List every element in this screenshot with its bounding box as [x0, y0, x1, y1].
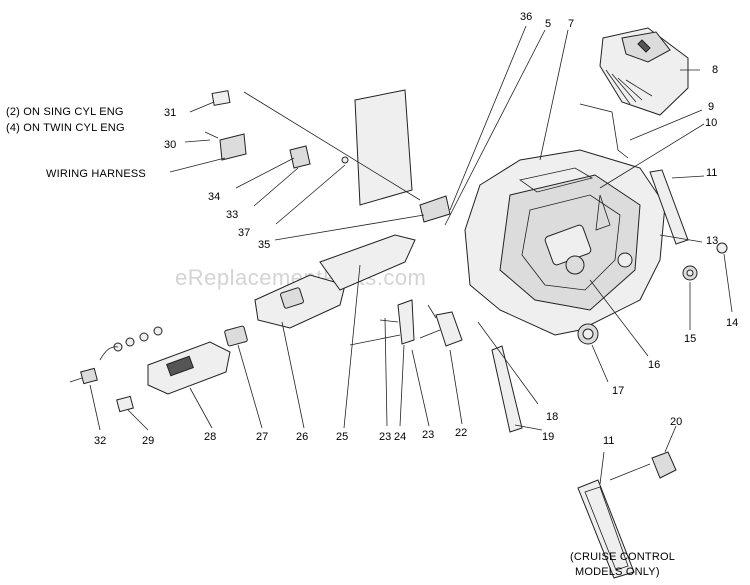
callout-20: 20: [670, 416, 682, 428]
callout-23-left: 23: [379, 431, 391, 443]
part-30-bracket: [204, 131, 247, 161]
part-35-37-plate: [341, 89, 451, 223]
callout-27: 27: [256, 431, 268, 443]
leader-lines: [89, 25, 733, 485]
callout-35: 35: [258, 239, 270, 251]
part-9-rod: [579, 103, 629, 159]
part-7-console-body: [464, 149, 666, 336]
part-11-trim-strip-cruise: [577, 479, 635, 579]
note-sing-cyl: (2) ON SING CYL ENG: [6, 106, 124, 118]
callout-25: 25: [336, 431, 348, 443]
part-32-connector: [69, 367, 134, 413]
callout-31: 31: [164, 107, 176, 119]
callout-32: 32: [94, 435, 106, 447]
part-13-14-15-knob-set: [682, 242, 728, 281]
part-28-dash-panel: [147, 341, 231, 395]
callout-28: 28: [204, 431, 216, 443]
part-27-switch: [224, 325, 248, 347]
note-twin-cyl: (4) ON TWIN CYL ENG: [6, 122, 125, 134]
part-26-lower-cover: [254, 274, 346, 329]
callout-7: 7: [568, 18, 574, 30]
callout-23-right: 23: [422, 429, 434, 441]
callout-17: 17: [612, 385, 624, 397]
callout-29: 29: [142, 435, 154, 447]
callout-15: 15: [684, 333, 696, 345]
callout-33: 33: [226, 209, 238, 221]
callout-10: 10: [705, 117, 717, 129]
part-31-relay: [211, 90, 231, 106]
callout-19: 19: [542, 431, 554, 443]
callout-26: 26: [296, 431, 308, 443]
callout-36: 36: [520, 11, 532, 23]
part-8-cover: [599, 27, 689, 116]
note-cruise-line1: (CRUISE CONTROL: [570, 551, 675, 563]
callout-11-bottom: 11: [603, 435, 614, 447]
part-25-cover-panel: [319, 234, 416, 291]
callout-30: 30: [164, 139, 176, 151]
note-cruise-line2: MODELS ONLY): [575, 566, 660, 578]
label-wiring-harness: WIRING HARNESS: [46, 168, 146, 180]
callout-8: 8: [712, 64, 718, 76]
callout-34: 34: [208, 191, 220, 203]
callout-24: 24: [394, 431, 406, 443]
callout-14: 14: [726, 317, 738, 329]
part-33-34-connector: [289, 145, 311, 169]
part-29-lamps: [99, 326, 163, 361]
callout-37: 37: [238, 227, 250, 239]
callout-9: 9: [708, 101, 714, 113]
callout-16: 16: [648, 359, 660, 371]
callout-18: 18: [546, 411, 558, 423]
part-17-bushing: [577, 323, 599, 345]
callout-22: 22: [455, 427, 467, 439]
part-19-strip: [491, 345, 523, 433]
callout-13: 13: [706, 235, 718, 247]
part-20-cruise-knob: [651, 451, 677, 479]
callout-5: 5: [545, 18, 551, 30]
callout-11-top: 11: [706, 167, 717, 179]
part-22-24-brackets: [349, 299, 463, 347]
